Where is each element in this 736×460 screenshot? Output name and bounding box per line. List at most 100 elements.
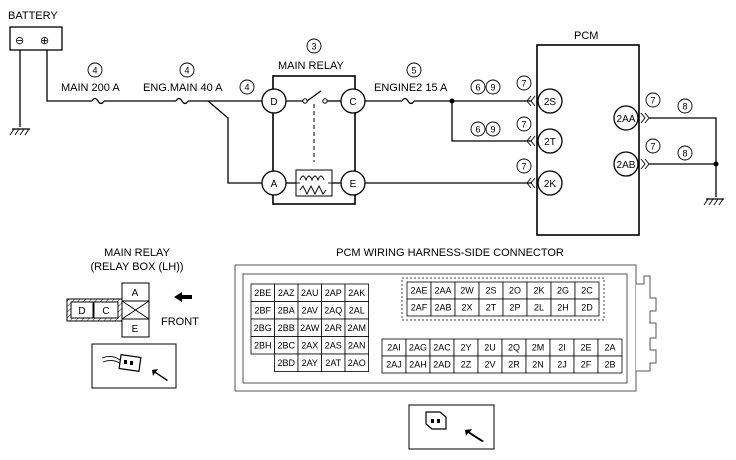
ground-symbol-pcm: [703, 198, 724, 206]
front-arrow-icon: [174, 292, 192, 302]
connector-pin-label: 2AH: [409, 360, 427, 370]
connector-pin-label: 2AV: [302, 305, 318, 315]
svg-text:7: 7: [521, 120, 526, 130]
connector-pin-label: 2O: [509, 286, 521, 296]
svg-text:C: C: [102, 306, 109, 317]
relay-view-terminal-e: E: [132, 324, 139, 335]
pcm-pin-2k: [537, 170, 563, 196]
connector-pin-label: 2AB: [434, 303, 451, 313]
callout-7-2aa: [645, 92, 661, 108]
callout-3-main-relay: [306, 38, 322, 54]
svg-text:7: 7: [521, 79, 526, 89]
connector-pin-label: 2Y: [460, 343, 471, 353]
connector-pin-label: 2AF: [411, 303, 428, 313]
relay-view-terminal-column: [121, 282, 150, 338]
pcm-2t-wire: [451, 101, 532, 142]
battery-positive-terminal: ⊕: [40, 35, 49, 47]
connector-pin-label: 2AC: [433, 343, 451, 353]
battery-positive-wire: [46, 50, 92, 102]
connector-pin-label: 2N: [532, 360, 544, 370]
connector-pin-label: 2BB: [278, 323, 295, 333]
battery: BATTERY ⊖ ⊕: [8, 10, 92, 136]
connector-pin-label: 2Z: [461, 360, 472, 370]
connector-pin-label: 2S: [485, 286, 496, 296]
battery-label: BATTERY: [8, 10, 58, 22]
connector-chevron-2ab: [640, 158, 650, 170]
connector-pin-label: 2D: [581, 303, 593, 313]
callout-7-2ab: [645, 138, 661, 154]
engine2-fuse-label: ENGINE2 15 A: [374, 82, 448, 94]
callout-5-engine2-fuse: [406, 62, 422, 78]
callout-7-2s: [516, 75, 532, 91]
connector-pin-label: 2A: [604, 343, 615, 353]
eng-main-fuse-label: ENG.MAIN 40 A: [143, 82, 223, 94]
relay-view-terminal-d: [70, 301, 94, 319]
battery-negative-terminal: ⊖: [15, 35, 24, 47]
connector-pin-label: 2R: [508, 360, 520, 370]
callout-3-text: 3: [311, 42, 316, 52]
pcm-pin-2t-label: 2T: [544, 137, 556, 148]
pcm-plug-illustration: [408, 404, 495, 450]
connector-pin-label: 2H: [557, 303, 569, 313]
connector-pin-label: 2AS: [325, 340, 342, 350]
engine2-fuse-symbol: [401, 97, 415, 105]
connector-pin-label: 2AT: [325, 358, 341, 368]
main-fuse: MAIN 200 A 4: [61, 62, 120, 105]
connector-pin-label: 2M: [532, 343, 545, 353]
connector-pin-label: 2T: [486, 303, 497, 313]
connector-pin-label: 2BG: [254, 323, 272, 333]
front-label: FRONT: [161, 316, 199, 328]
pcm-2aa-ground-wire: [649, 117, 717, 197]
connector-cavity: [574, 298, 600, 317]
svg-text:6: 6: [475, 125, 480, 135]
connector-chevron-2k: [526, 177, 536, 189]
main-relay-label: MAIN RELAY: [278, 60, 344, 72]
relay-switch-contact: [306, 90, 322, 102]
connector-chevron-2s: [526, 95, 536, 107]
callout-7-2t: [516, 116, 532, 132]
connector-pin-label: 2AA: [434, 286, 451, 296]
pcm-plug-icon: [425, 411, 484, 442]
callout-4-text: 4: [244, 83, 249, 93]
callout-4-eng-main-fuse: [179, 62, 195, 78]
relay-terminal-d: [261, 88, 287, 114]
connector-pin-label: 2L: [534, 303, 544, 313]
svg-text:6: 6: [475, 83, 480, 93]
relay-terminal-d-label: D: [270, 97, 277, 108]
connector-pin-label: 2E: [580, 343, 591, 353]
connector-cavity: [597, 355, 623, 374]
main-fuse-label: MAIN 200 A: [61, 82, 120, 94]
relay-a-feed-wire: [207, 100, 262, 184]
ground-splice: [713, 161, 719, 167]
connector-pin-label: 2AN: [348, 340, 366, 350]
connector-pin-label: 2BH: [254, 340, 272, 350]
connector-pin-label: 2AM: [347, 323, 366, 333]
connector-pin-label: 2AE: [410, 286, 427, 296]
connector-highlight-area: [401, 277, 605, 321]
relay-resistor: [299, 184, 327, 196]
connector-pin-label: 2AX: [301, 340, 318, 350]
connector-pin-label: 2AY: [302, 358, 318, 368]
connector-cavity: [344, 353, 369, 372]
pcm-pin-2s: [537, 88, 563, 114]
connector-pin-label: 2C: [581, 286, 593, 296]
pcm-pin-2aa: [613, 105, 639, 131]
pcm-pin-2ab: [613, 151, 639, 177]
callout-4-text: 4: [92, 66, 97, 76]
callout-4-relay-feed: [239, 79, 255, 95]
connector-pin-label: 2B: [604, 360, 615, 370]
relay-terminal-a: [261, 170, 287, 196]
pcm-pin-2k-label: 2K: [544, 179, 557, 190]
connector-pin-label: 2Q: [508, 343, 520, 353]
connector-pin-label: 2BD: [277, 358, 295, 368]
connector-pin-label: 2AO: [348, 358, 366, 368]
svg-text:8: 8: [682, 149, 687, 159]
relay-terminal-e-label: E: [350, 179, 357, 190]
connector-pin-label: 2AU: [301, 288, 319, 298]
eng-main-fuse: ENG.MAIN 40 A 4 4: [143, 62, 255, 105]
connector-pin-label: 2K: [533, 286, 544, 296]
svg-text:7: 7: [650, 96, 655, 106]
connector-pin-label: 2W: [460, 286, 474, 296]
